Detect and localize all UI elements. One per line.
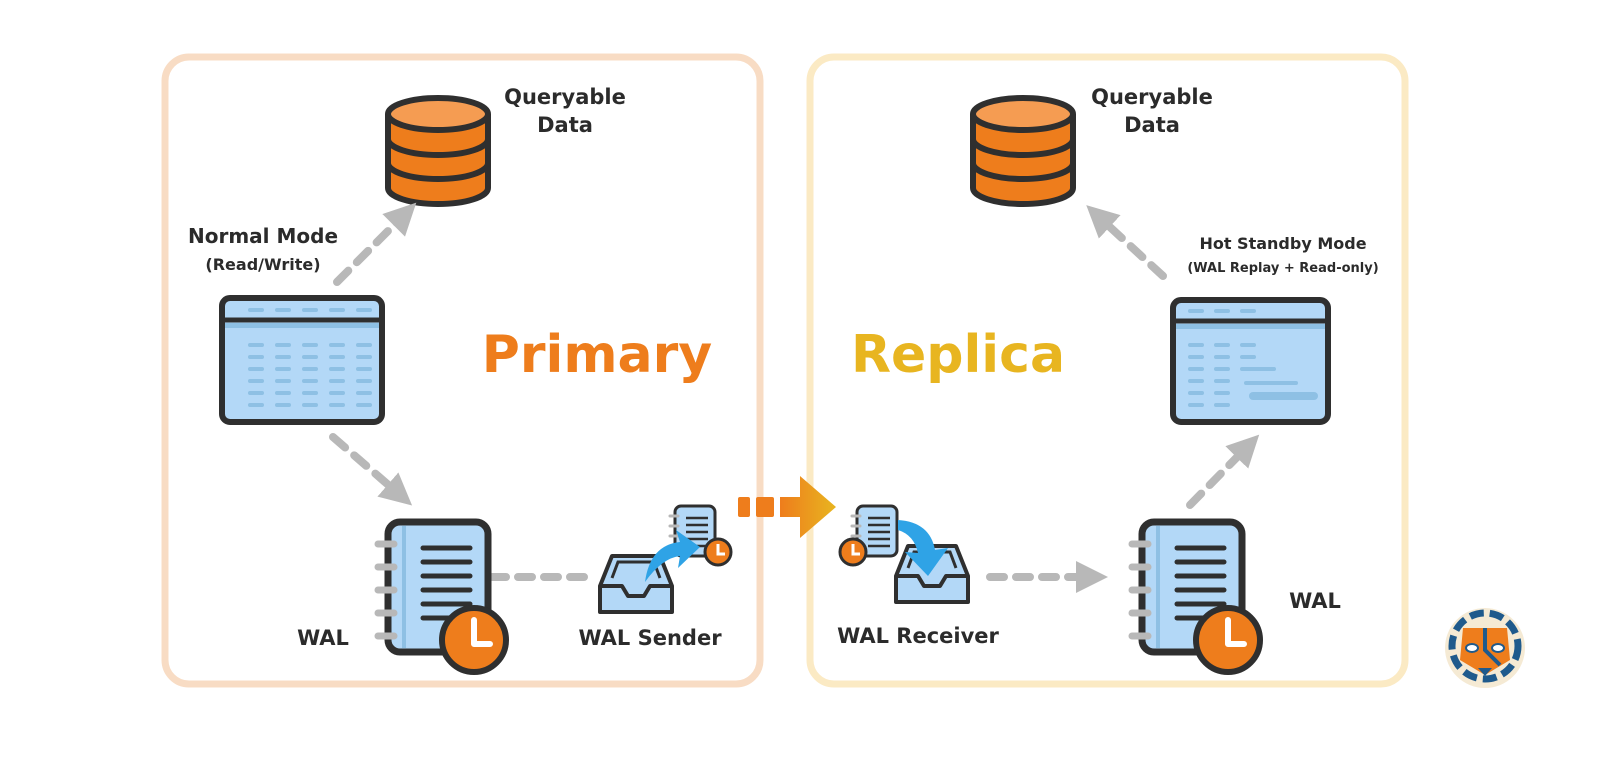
replica-read-only-arrow	[1086, 205, 1167, 280]
primary-mode-label-2: (Read/Write)	[205, 255, 320, 274]
primary-database-label-1: Queryable	[504, 85, 626, 109]
replica-mode-label-1: Hot Standby Mode	[1199, 234, 1366, 253]
primary-table-icon	[219, 295, 385, 425]
replica-wal-to-table-arrow	[1186, 434, 1260, 509]
tiger-logo-icon	[1445, 608, 1525, 688]
wal-receiver-label: WAL Receiver	[837, 624, 999, 648]
replica-mode-label-2: (WAL Replay + Read-only)	[1187, 261, 1378, 276]
replica-database-label-2: Data	[1124, 113, 1180, 137]
wal-sender-icon	[598, 504, 733, 614]
replica-database-label-1: Queryable	[1091, 85, 1213, 109]
replication-transfer-arrow	[738, 476, 836, 538]
replica-wal-icon	[1132, 522, 1260, 672]
primary-panel	[161, 53, 764, 688]
replica-table-icon	[1170, 297, 1331, 425]
replica-title: Replica	[851, 325, 1065, 385]
primary-wal-icon	[378, 522, 506, 672]
primary-wal-label: WAL	[297, 626, 349, 650]
primary-title: Primary	[482, 325, 712, 385]
primary-database-icon	[388, 98, 488, 204]
primary-table-to-wal-arrow	[329, 433, 413, 506]
primary-mode-label-1: Normal Mode	[188, 224, 338, 248]
replica-panel	[806, 53, 1409, 688]
replica-wal-label: WAL	[1289, 589, 1341, 613]
wal-sender-label: WAL Sender	[578, 626, 722, 650]
primary-database-label-2: Data	[537, 113, 593, 137]
replica-database-icon	[973, 98, 1073, 204]
primary-read-write-arrow	[333, 202, 417, 286]
wal-receiver-icon	[838, 504, 970, 604]
